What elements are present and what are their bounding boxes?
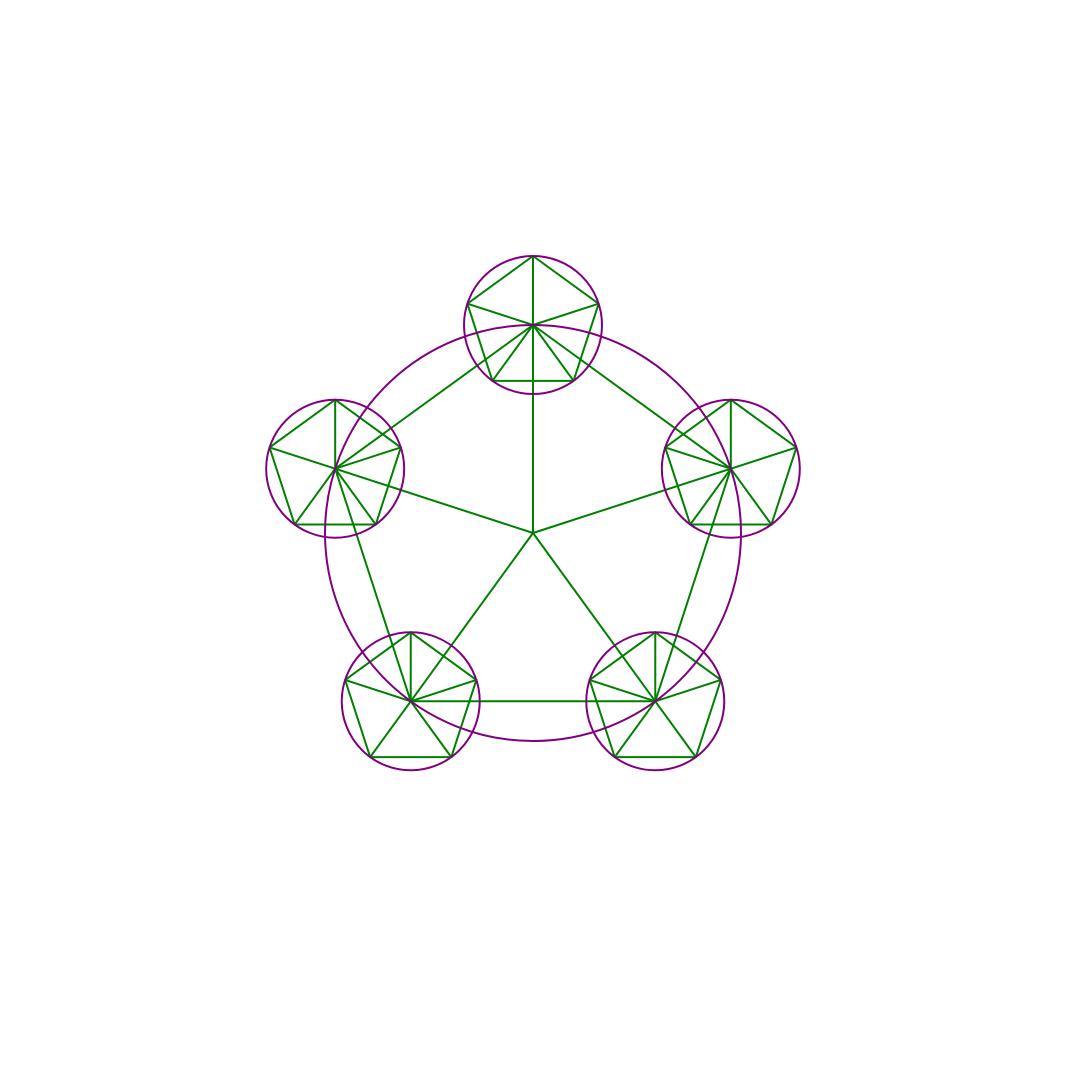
main-spoke-line (532, 532, 657, 703)
outer-pentagon-edge (654, 467, 732, 703)
inner-spoke-line (293, 467, 337, 526)
inner-pentagon-edge (334, 398, 402, 449)
inner-pentagon-edge (450, 678, 478, 759)
inner-spoke-line (654, 678, 722, 703)
inner-pentagon-edge (344, 678, 372, 759)
inner-pentagon-edge (664, 398, 732, 449)
main-spoke-line (334, 467, 534, 534)
small-circle (660, 398, 801, 539)
outer-pentagon-edge (334, 467, 412, 703)
inner-pentagon-edge (532, 255, 600, 305)
inner-spoke-line (689, 467, 732, 526)
small-circle (265, 398, 406, 539)
inner-spoke-line (466, 302, 534, 326)
inner-pentagon-edge (374, 446, 402, 526)
small-circle (340, 631, 481, 772)
outer-pentagon-edge (532, 324, 732, 470)
circles-layer (265, 255, 801, 772)
inner-pentagon-edge (694, 678, 722, 759)
small-circle (585, 631, 726, 772)
outer-pentagon-edge (334, 324, 534, 470)
inner-spoke-line (729, 446, 798, 470)
inner-spoke-line (664, 446, 732, 470)
inner-spoke-line (268, 446, 337, 470)
inner-pentagon-edge (268, 446, 296, 526)
inner-pentagon-edge (588, 678, 616, 759)
inner-spoke-line (334, 467, 377, 526)
inner-spoke-line (344, 678, 412, 703)
inner-pentagon-edge (344, 631, 412, 681)
small-circle (463, 255, 603, 395)
inner-spoke-line (409, 678, 478, 703)
inner-pentagon-edge (466, 255, 534, 305)
spoke-lines-layer (268, 255, 798, 759)
inner-pentagon-edge (588, 631, 657, 681)
outer-circle (324, 324, 742, 742)
inner-spoke-line (613, 700, 657, 759)
inner-pentagon-edge (729, 398, 798, 449)
main-spoke-line (532, 467, 732, 534)
inner-pentagon-edge (770, 446, 798, 526)
inner-spoke-line (334, 446, 402, 470)
inner-pentagon-edge (664, 446, 692, 526)
inner-pentagon-edge (654, 631, 722, 681)
inner-pentagon-edge (409, 631, 478, 681)
inner-spoke-line (729, 467, 773, 526)
inner-spoke-line (654, 700, 697, 759)
inner-spoke-line (369, 700, 412, 759)
inner-spoke-line (532, 302, 600, 326)
inner-spoke-line (409, 700, 453, 759)
inner-spoke-line (532, 324, 575, 382)
inner-pentagon-edge (466, 302, 494, 382)
main-spoke-line (409, 532, 534, 703)
inner-spoke-line (588, 678, 657, 703)
inner-pentagon-edge (572, 302, 600, 382)
inner-pentagon-edge (268, 398, 337, 449)
inner-spoke-line (491, 324, 534, 382)
